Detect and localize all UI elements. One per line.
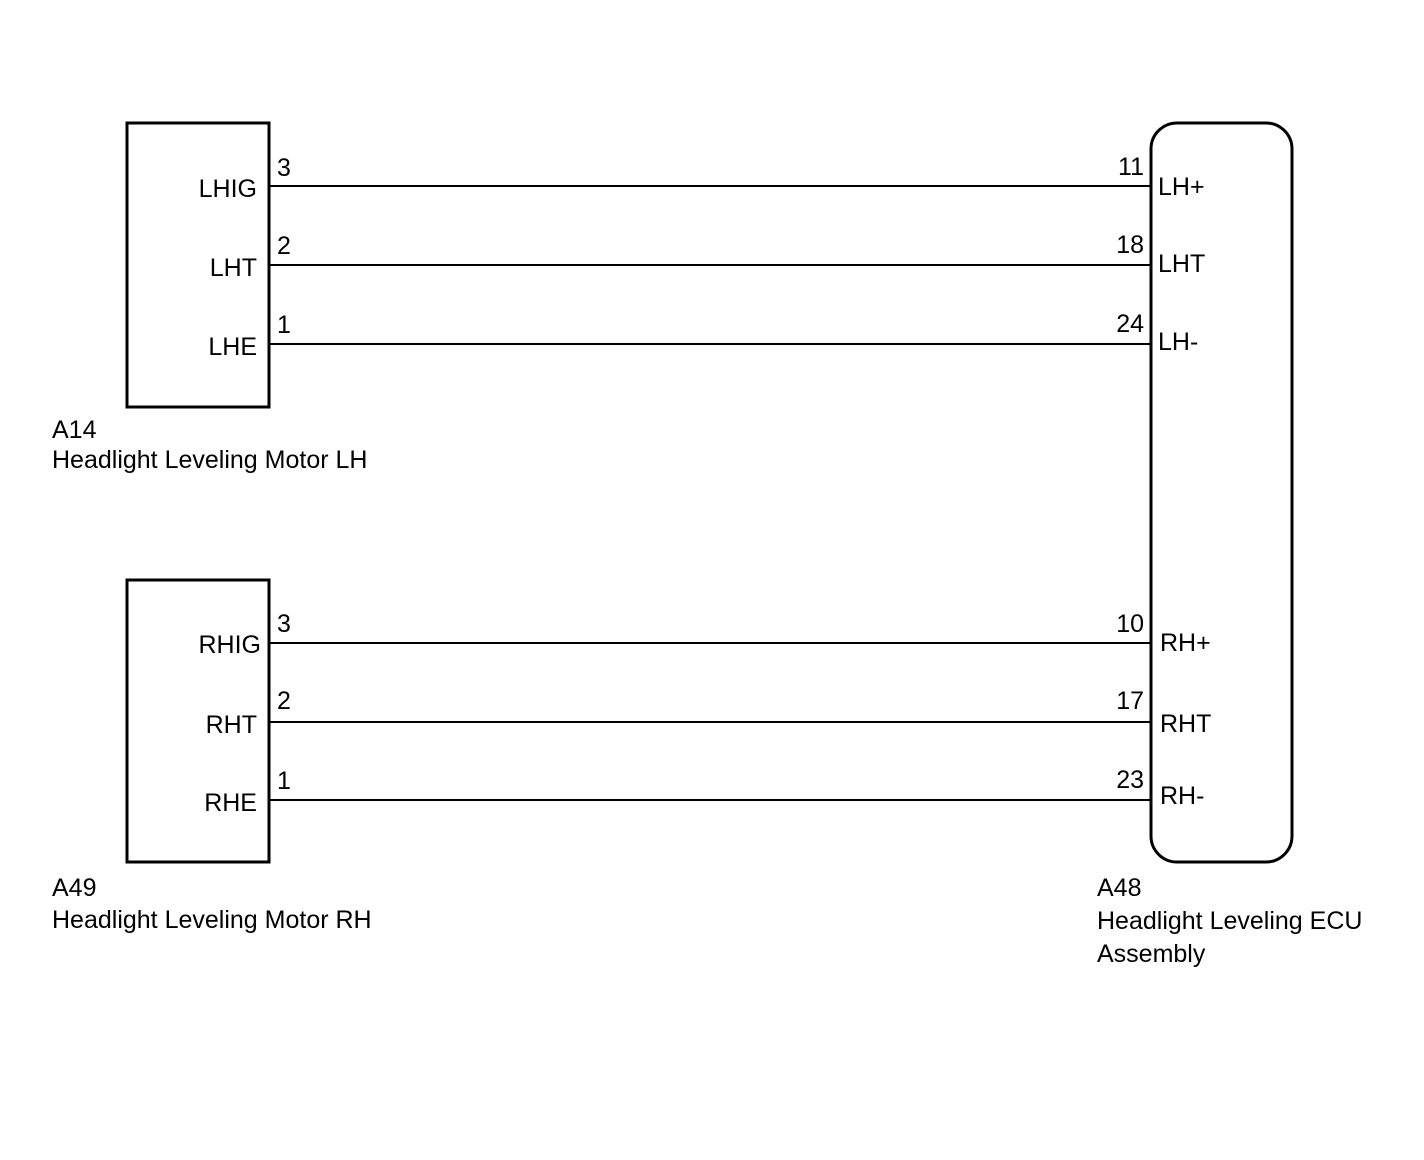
pin-number-ecu-24: 24	[1116, 310, 1144, 338]
pin-label-rh-minus: RH-	[1160, 782, 1204, 810]
pin-number-ecu-17: 17	[1116, 687, 1144, 715]
pin-label-lhe: LHE	[208, 333, 257, 361]
component-code-a49: A49	[52, 874, 96, 902]
pin-number-motor-lh-1: 1	[277, 311, 291, 339]
pin-number-motor-rh-2: 2	[277, 687, 291, 715]
component-name-motor-lh: Headlight Leveling Motor LH	[52, 446, 367, 474]
component-code-a48: A48	[1097, 874, 1141, 902]
component-name-motor-rh: Headlight Leveling Motor RH	[52, 906, 372, 934]
component-a14-motor-lh: LHIG LHT LHE 3 2 1 A14 Headlight Levelin…	[52, 121, 367, 474]
pin-number-ecu-11: 11	[1118, 153, 1144, 181]
pin-label-rhe: RHE	[204, 789, 257, 817]
pin-number-motor-lh-2: 2	[277, 232, 291, 260]
pin-number-ecu-23: 23	[1116, 766, 1144, 794]
pin-number-motor-rh-1: 1	[277, 767, 291, 795]
component-name-ecu-line1: Headlight Leveling ECU	[1097, 907, 1362, 935]
pin-label-rh-plus: RH+	[1160, 629, 1211, 657]
pin-label-lhig: LHIG	[199, 175, 257, 203]
wires	[269, 185, 1151, 801]
component-a49-motor-rh: RHIG RHT RHE 3 2 1 A49 Headlight Levelin…	[52, 578, 372, 934]
pin-number-ecu-10: 10	[1116, 610, 1144, 638]
pin-label-rht-motor: RHT	[206, 711, 257, 739]
pin-label-lht-ecu: LHT	[1158, 250, 1205, 278]
pin-number-motor-rh-3: 3	[277, 610, 291, 638]
pin-label-rht-ecu: RHT	[1160, 710, 1211, 738]
component-name-ecu-line2: Assembly	[1097, 940, 1206, 968]
pin-label-lh-plus: LH+	[1158, 173, 1205, 201]
ecu-connector-box	[1149, 121, 1294, 864]
component-code-a14: A14	[52, 416, 97, 444]
pin-number-ecu-18: 18	[1116, 231, 1144, 259]
pin-label-lht-motor: LHT	[210, 254, 257, 282]
pin-label-rhig: RHIG	[199, 631, 262, 659]
component-a48-ecu: LH+ LHT LH- RH+ RHT RH- 11 18 24 10 17 2…	[1097, 121, 1362, 968]
pin-number-motor-lh-3: 3	[277, 154, 291, 182]
pin-label-lh-minus: LH-	[1158, 328, 1198, 356]
